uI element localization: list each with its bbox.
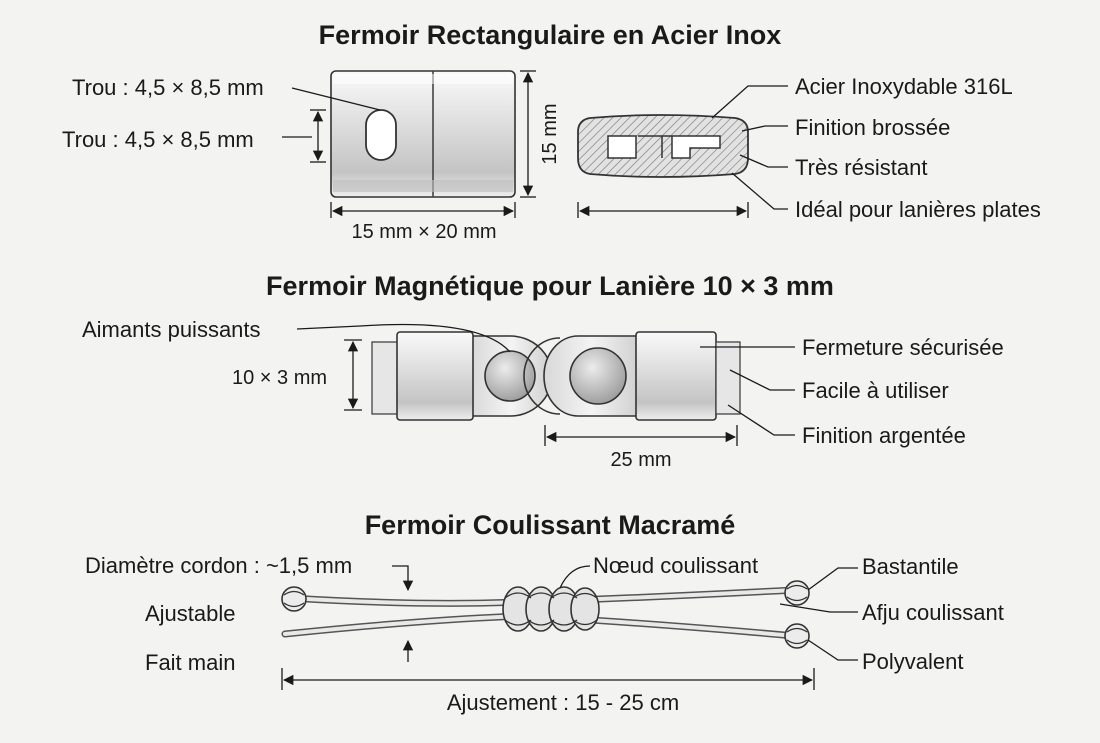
leader-steel xyxy=(711,85,788,119)
feature-adjustable: Ajustable xyxy=(145,601,236,626)
magnetic-clasp xyxy=(371,331,741,421)
magnet-right xyxy=(569,347,627,405)
sliding-knot-leader xyxy=(559,565,591,589)
feature-silver: Finition argentée xyxy=(802,423,966,448)
adjustment-label: Ajustement : 15 - 25 cm xyxy=(447,690,679,715)
feature-bastantile: Bastantile xyxy=(862,554,959,579)
rectangular-clasp-front xyxy=(330,70,516,198)
hole-label-2: Trou : 4,5 × 8,5 mm xyxy=(62,127,254,152)
sliding-knot-label: Nœud coulissant xyxy=(593,553,758,578)
height-dim-label: 15 mm xyxy=(539,103,561,164)
sliding-knot xyxy=(502,586,600,632)
magnet-left xyxy=(484,350,536,402)
section3-title: Fermoir Coulissant Macramé xyxy=(365,510,736,540)
clasp-hole xyxy=(365,109,397,161)
clasp-length-label: 25 mm xyxy=(610,449,671,471)
clasp-cross-section xyxy=(577,114,749,178)
feature-sliding: Afju coulissant xyxy=(862,600,1004,625)
section1-title: Fermoir Rectangulaire en Acier Inox xyxy=(319,20,782,50)
feature-resistant: Très résistant xyxy=(795,155,927,180)
feature-versatile: Polyvalent xyxy=(862,649,964,674)
cord-diameter-label: Diamètre cordon : ~1,5 mm xyxy=(85,553,352,578)
width-dim-label: 15 mm × 20 mm xyxy=(351,221,496,243)
hole-leader-line xyxy=(291,87,381,111)
feature-flat-straps: Idéal pour lanières plates xyxy=(795,197,1041,222)
feature-brushed: Finition brossée xyxy=(795,115,950,140)
feature-steel: Acier Inoxydable 316L xyxy=(795,74,1013,99)
magnets-label: Aimants puissants xyxy=(82,317,261,342)
magnets-leader xyxy=(296,323,511,353)
section2-title: Fermoir Magnétique pour Lanière 10 × 3 m… xyxy=(266,271,834,301)
feature-easy: Facile à utiliser xyxy=(802,378,949,403)
feature-secure: Fermeture sécurisée xyxy=(802,335,1004,360)
feature-handmade: Fait main xyxy=(145,650,235,675)
cord-diameter-arrow-top xyxy=(392,565,414,592)
hole-label-1: Trou : 4,5 × 8,5 mm xyxy=(72,75,264,100)
strap-dim-label: 10 × 3 mm xyxy=(232,367,327,389)
